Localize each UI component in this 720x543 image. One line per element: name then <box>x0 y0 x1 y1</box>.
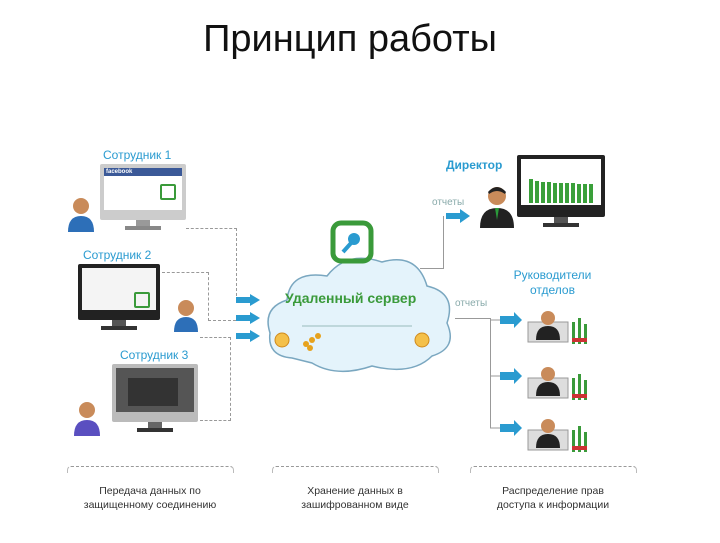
employee-1-person-icon <box>66 196 96 237</box>
caption-line: Передача данных по <box>99 485 201 497</box>
managers-label-line2: отделов <box>530 283 575 297</box>
incoming-arrows <box>236 294 260 342</box>
app-icon <box>160 184 176 200</box>
facebook-bar: facebook <box>104 168 182 176</box>
app-icon <box>134 292 150 308</box>
manager-row-3 <box>490 418 600 459</box>
managers-reports-label: отчеты <box>455 298 488 309</box>
caption-line: Хранение данных в <box>307 485 403 497</box>
connector-2-b <box>208 320 236 321</box>
page-title: Принцип работы <box>203 18 497 60</box>
caption-transfer: Передача данных по защищенному соединению <box>65 484 235 512</box>
employee-1-monitor: facebook <box>100 164 186 230</box>
director-reports-label: отчеты <box>432 197 465 208</box>
brace-1 <box>67 466 234 473</box>
director-person-icon <box>478 184 516 233</box>
caption-line: зашифрованном виде <box>301 499 409 511</box>
director-monitor <box>517 155 605 227</box>
employee-2-monitor <box>78 264 160 330</box>
editor-window <box>128 378 178 406</box>
director-line-h <box>420 268 443 269</box>
employee-2-label: Сотрудник 2 <box>83 248 152 262</box>
caption-storage: Хранение данных в зашифрованном виде <box>270 484 440 512</box>
brace-3 <box>470 466 637 473</box>
employee-3-person-icon <box>72 400 102 441</box>
employee-3-monitor <box>112 364 198 432</box>
caption-line: Распределение прав <box>502 485 604 497</box>
manager-row-2 <box>490 366 600 407</box>
caption-access: Распределение прав доступа к информации <box>468 484 638 512</box>
employee-2-person-icon <box>172 298 200 337</box>
employee-3-label: Сотрудник 3 <box>120 348 189 362</box>
connector-2-a <box>162 272 209 321</box>
managers-line-v <box>490 318 491 428</box>
connector-1 <box>186 228 237 301</box>
server-label: Удаленный сервер <box>285 290 417 306</box>
managers-line-h <box>455 318 490 319</box>
server-logo-icon <box>330 220 376 269</box>
director-label: Директор <box>446 158 503 172</box>
caption-line: доступа к информации <box>496 499 610 511</box>
cloud-server <box>267 257 451 373</box>
director-line-v <box>443 216 444 269</box>
employee-1-label: Сотрудник 1 <box>103 148 172 162</box>
manager-row-1 <box>490 310 600 351</box>
connector-3 <box>200 337 231 421</box>
bar-chart-icon <box>529 179 593 203</box>
managers-label-line1: Руководители <box>513 268 592 282</box>
caption-line: защищенному соединению <box>83 499 217 511</box>
brace-2 <box>272 466 439 473</box>
director-arrow-icon <box>446 209 470 223</box>
